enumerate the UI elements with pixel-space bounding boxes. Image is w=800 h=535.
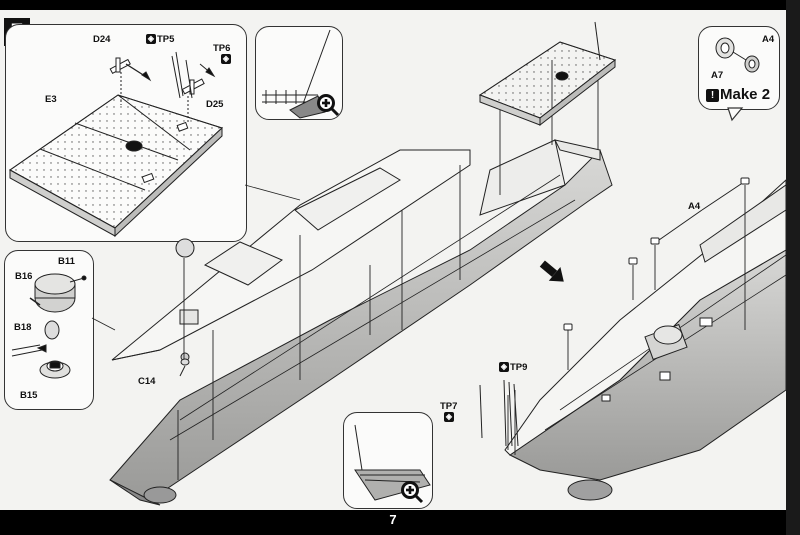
label-a4-top: A4 <box>762 34 775 45</box>
label-tp5: ◈TP5 <box>146 34 175 45</box>
photo-etch-tp7-tp9 <box>479 379 519 447</box>
wheel-parts-a4-a7 <box>715 37 760 73</box>
label-tp7: TP7 <box>440 401 458 412</box>
label-b11: B11 <box>58 256 75 267</box>
label-d24: D24 <box>93 34 111 45</box>
photo-etch-marker-icon: ◈ <box>221 54 231 65</box>
main-hull <box>109 139 613 506</box>
photo-etch-marker-tp7: ◈ <box>444 412 455 423</box>
forward-deck <box>111 149 471 362</box>
photo-etch-marker-icon: ◈ <box>146 34 156 45</box>
photo-etch-marker-tp6: ◈ <box>221 54 232 65</box>
label-b18: B18 <box>14 322 32 333</box>
page-edge <box>786 0 800 535</box>
turret-b16 <box>29 273 87 313</box>
fitting-d24 <box>109 57 152 105</box>
direction-arrow-icon <box>539 260 564 282</box>
label-a7: A7 <box>711 70 724 81</box>
magnifier-plus-icon <box>401 481 424 504</box>
part-c14 <box>179 358 190 377</box>
photo-etch-marker-icon: ◈ <box>499 362 509 373</box>
label-tp9: ◈TP9 <box>499 362 528 373</box>
photo-etch-marker-icon: ◈ <box>444 412 454 423</box>
label-tp6: TP6 <box>213 43 231 54</box>
photo-etch-tp5-tp6 <box>171 51 193 99</box>
deck-panel-top <box>478 21 617 127</box>
assembled-turret <box>601 317 713 402</box>
fitting-d25 <box>181 63 216 122</box>
assembled-hull <box>504 178 787 501</box>
label-b16: B16 <box>15 271 33 282</box>
turret-b18-b15 <box>11 320 71 379</box>
make-callout-tail <box>727 107 744 122</box>
deck-panel-e3 <box>9 94 223 238</box>
label-c14: C14 <box>138 376 156 387</box>
label-a4-mid: A4 <box>688 201 701 212</box>
magnifier-plus-icon <box>317 94 340 117</box>
label-b15: B15 <box>20 390 38 401</box>
page-number: 7 <box>389 512 397 527</box>
a4-fittings-right <box>563 177 750 331</box>
label-d25: D25 <box>206 99 224 110</box>
callout-leader-deck <box>91 184 301 331</box>
label-e3: E3 <box>45 94 57 105</box>
warning-badge-icon: ! <box>706 88 719 102</box>
make-count-label: !Make 2 <box>706 86 770 103</box>
top-zoom-detail <box>262 29 331 119</box>
